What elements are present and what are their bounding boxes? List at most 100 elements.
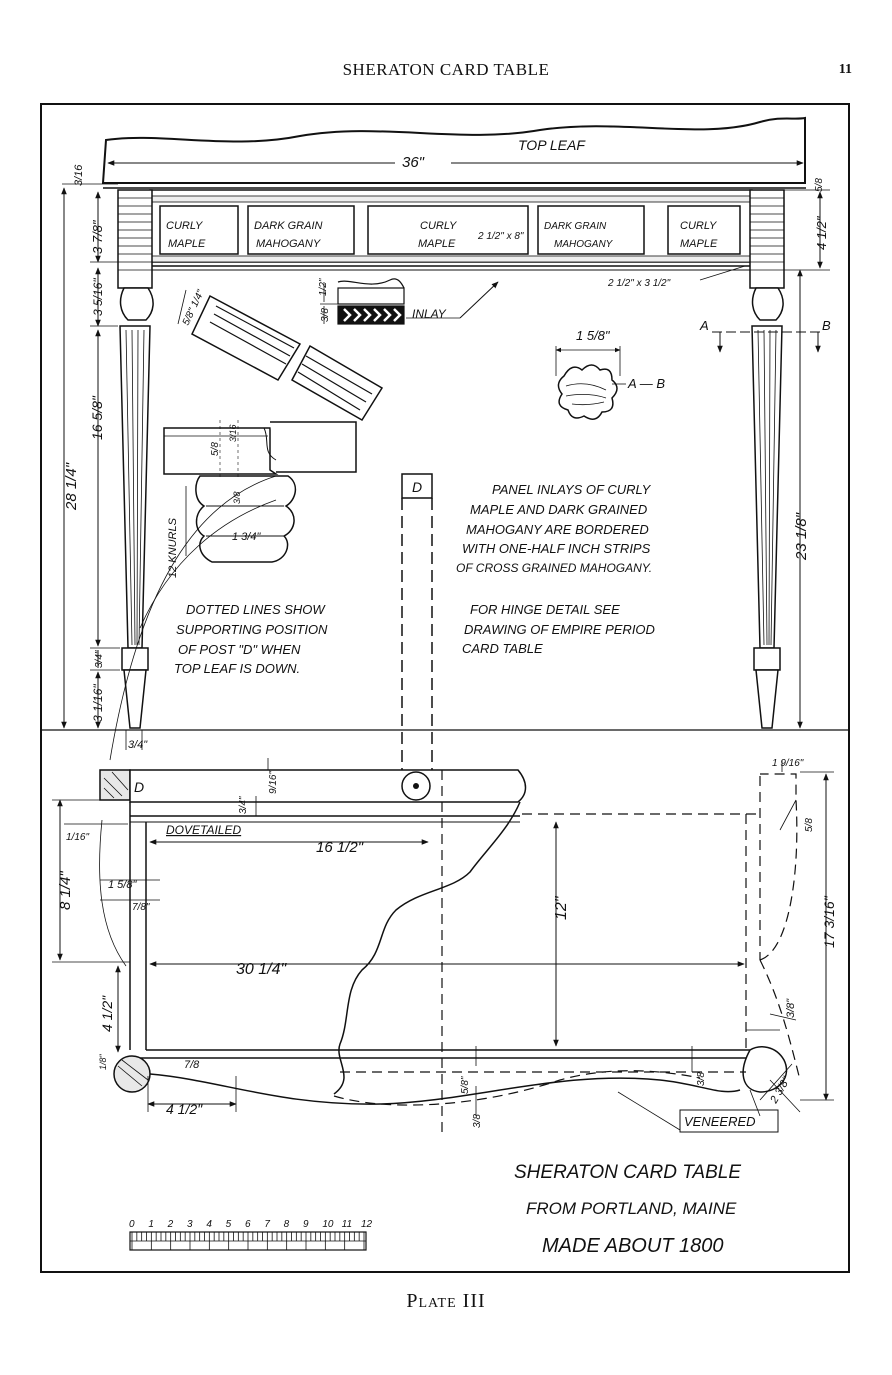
post-d-front-label: D [412,479,422,495]
front-labels: TOP LEAF 36" 3/16 5/8 4 1/2" 3 7/8" 3 5/… [63,137,831,751]
dotted-note: DOTTED LINES SHOW SUPPORTING POSITION OF… [174,602,328,676]
scale-tick-label: 12 [361,1219,373,1230]
section-ab-label: A — B [627,376,665,391]
scale-tick-label: 9 [303,1219,309,1230]
page-header: SHERATON CARD TABLE 11 [0,58,892,84]
scale-tick-label: 8 [284,1219,290,1230]
veneered-label: VENEERED [684,1114,756,1129]
panel-5 [667,205,741,255]
plate-frame [40,103,850,1273]
panel-note-line-4: WITH ONE-HALF INCH STRIPS [462,541,651,556]
dotted-note-line-4: TOP LEAF IS DOWN. [174,661,300,676]
hinge-note: FOR HINGE DETAIL SEE DRAWING OF EMPIRE P… [462,602,655,656]
panel-note-line-3: MAHOGANY ARE BORDERED [466,522,649,537]
panel-note-line-1: PANEL INLAYS OF CURLY [492,482,652,497]
panel-2-line2: MAHOGANY [256,238,321,250]
left-ring-dim-label: 3 7/8" [90,219,105,254]
dim-7-8-b-label: 7/8 [184,1059,200,1071]
knurls-label: 12 KNURLS [167,517,179,578]
top-leaf-label: TOP LEAF [518,137,586,153]
panel-3 [367,205,529,255]
scale-tick-label: 6 [245,1219,251,1230]
dim-3-8-b2-label: 3/8 [696,1072,707,1086]
post-d-front [401,473,433,770]
left-shaft-dim-label: 16 5/8" [89,395,105,440]
scale-tick-label: 1 [148,1219,154,1230]
panel-note-line-5: OF CROSS GRAINED MAHOGANY. [456,561,652,575]
dim-1-8-label: 1/8" [98,1053,108,1070]
panel-4 [537,205,645,255]
scale-tick-label: 5 [226,1219,232,1230]
left-foot-dim-label: 3 1/16" [91,684,105,722]
dotted-note-line-2: SUPPORTING POSITION [176,622,328,637]
right-leg [749,189,785,729]
knurl-detail [139,420,357,629]
inlay-dim-top-label: 1/2" [318,278,329,296]
panel-1 [159,205,239,255]
foot-width-dim-label: 3/4" [128,739,148,751]
inlay-label: INLAY [412,307,447,321]
dotted-note-line-1: DOTTED LINES SHOW [186,602,326,617]
panel-4-line2: MAHOGANY [554,239,614,250]
end-panel-size-label: 2 1/2" x 3 1/2" [607,278,671,289]
dim-1-16-label: 1/16" [66,832,89,843]
section-a-marker: A [699,318,709,333]
panel-labels: CURLY MAPLE DARK GRAIN MAHOGANY CURLY MA… [166,220,718,250]
dim-8-quarter-label: 8 1/4" [57,871,74,910]
top-thickness-label: 3/16 [73,164,85,186]
dim-3-4-label: 3/4" [238,796,249,814]
dim-7-8-a-label: 7/8" [132,902,150,913]
leg-section-dim-label: 1 5/8" [576,328,611,343]
page-number: 11 [838,62,852,77]
fly-rail [129,769,527,803]
apron-dim-label: 4 1/2" [814,215,829,250]
title-line-2: FROM PORTLAND, MAINE [526,1199,737,1218]
panel-3-line1: CURLY [420,220,457,232]
hinge-note-line-2: DRAWING OF EMPIRE PERIOD [464,622,655,637]
dim-9-16-label: 9/16" [268,771,279,794]
panel-2-line1: DARK GRAIN [254,220,323,232]
dim-5-8-bottom-label: 5/8" [460,1076,471,1094]
dim-1-5-8-label: 1 5/8" [108,879,137,891]
dim-3-8-right-label: 3/8" [785,998,797,1018]
inlay-dim-bottom-label: 3/8 [320,308,331,322]
post-d-plan-label: D [134,779,144,795]
plan-labels: D DOVETAILED 16 1/2" 30 1/4" 12" 8 1/4" … [57,758,837,1129]
scale-tick-label: 7 [264,1219,270,1230]
plate-caption: Plate III [406,1290,486,1312]
right-leg-dim-label: 23 1/8" [793,512,810,561]
left-cuff-dim-label: 3/4" [94,650,105,668]
panel-3-line2: MAPLE [418,238,456,250]
dim-4-half-left-label: 4 1/2" [99,995,115,1032]
moulding-detail [177,289,384,422]
scale-tick-label: 0 [129,1219,135,1230]
panel-note: PANEL INLAYS OF CURLY MAPLE AND DARK GRA… [456,482,652,575]
inlay-detail [320,278,499,325]
knurl-dim-top-label: 3/16 [228,424,238,442]
dim-3-8-bottom-label: 3/8 [472,1114,483,1128]
hinge-note-line-3: CARD TABLE [462,641,543,656]
knurl-dim-bead-label: 3/8 [232,491,242,504]
dim-12-label: 12" [553,895,570,920]
top-leaf-outline [101,116,806,184]
hinge-note-line-1: FOR HINGE DETAIL SEE [470,602,620,617]
panel-3-size: 2 1/2" x 8" [477,231,524,242]
plan-view [52,758,834,1136]
scale-tick-label: 4 [206,1219,212,1230]
front-elevation [42,116,848,770]
dim-17-3-16-label: 17 3/16" [821,895,837,948]
width-dim-label: 36" [402,154,425,171]
left-ring2-dim-label: 3 5/16" [91,278,105,316]
post-d-plan [99,769,131,801]
overall-height-dim-label: 28 1/4" [63,462,80,511]
panel-5-line1: CURLY [680,220,717,232]
panel-5-line2: MAPLE [680,238,718,250]
panel-1-line2: MAPLE [168,238,206,250]
dim-16-half-label: 16 1/2" [316,839,364,856]
knurl-dim-width-label: 1 3/4" [232,531,261,543]
title-line-3: MADE ABOUT 1800 [542,1235,724,1257]
section-b-marker: B [822,318,831,333]
knurl-dim-mid-label: 5/8 [210,442,221,456]
right-top-dim-label: 5/8 [814,178,825,192]
